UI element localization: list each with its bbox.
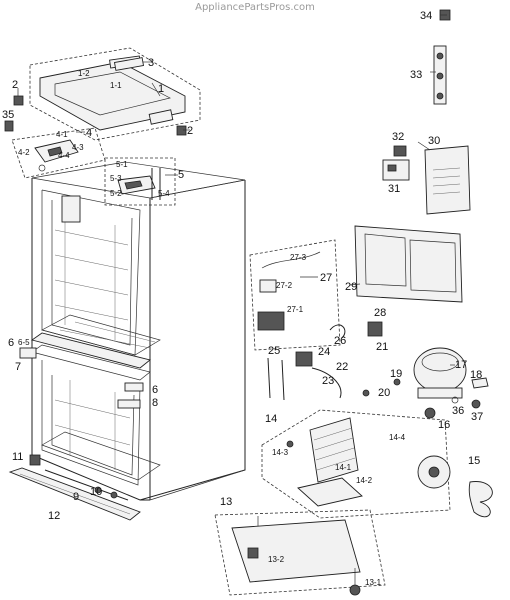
part-3-cover-plate: [113, 57, 145, 71]
part-33-bracket-kit: [433, 45, 447, 105]
cabinet-body: [30, 161, 246, 501]
callout-labels: 1 1-1 1-2 2 2 3 4 4-1 4-2 4-3 4-4 5 5-1 …: [2, 10, 483, 587]
part-30-wiring-diagram-cover: [424, 145, 471, 215]
part-26-clamp: [329, 324, 346, 339]
label-32: 32: [392, 131, 404, 143]
part-10-screws: [94, 486, 118, 499]
label-6-5: 6-5: [18, 338, 30, 347]
part-28-overload: [367, 321, 383, 337]
label-14-1: 14-1: [335, 463, 352, 472]
part-14-condenser-assembly: [261, 409, 451, 519]
label-5-1: 5-1: [116, 160, 128, 169]
label-4-2: 4-2: [18, 148, 30, 157]
label-7: 7: [15, 361, 21, 373]
label-27-1: 27-1: [287, 305, 304, 314]
label-14-4: 14-4: [389, 433, 406, 442]
part-31-pcb: [382, 159, 410, 181]
part-23-tube: [311, 367, 342, 399]
watermark: AppliancePartsPros.com: [195, 2, 315, 13]
part-20-screw: [362, 389, 370, 397]
label-16: 16: [438, 419, 450, 431]
label-13-2: 13-2: [268, 555, 285, 564]
label-28: 28: [374, 307, 386, 319]
label-2-right: 2: [187, 125, 193, 137]
part-15-fan-blade: [468, 481, 493, 518]
label-6-5-group: 6: [8, 337, 14, 349]
label-1-1: 1-1: [110, 81, 122, 90]
label-14-2: 14-2: [356, 476, 373, 485]
label-5-3: 5-3: [110, 174, 122, 183]
label-22: 22: [336, 361, 348, 373]
part-8-bracket: [117, 399, 141, 409]
part-2-hinge-cap-right: [176, 125, 187, 136]
label-21: 21: [376, 341, 388, 353]
label-5-4: 5-4: [158, 189, 170, 198]
part-37-screw: [471, 399, 481, 409]
part-2-hinge-cap-left: [13, 95, 24, 106]
part-32-relay: [393, 145, 407, 157]
label-27: 27: [320, 272, 332, 284]
label-12: 12: [48, 510, 60, 522]
part-13-rear-base-assembly: [214, 509, 386, 596]
leader-lines: [17, 14, 455, 585]
label-13: 13: [220, 496, 232, 508]
part-11-leveler: [29, 454, 41, 466]
label-15: 15: [468, 455, 480, 467]
label-29: 29: [345, 281, 357, 293]
part-19-screw: [393, 378, 401, 386]
part-35-screw: [4, 120, 14, 132]
part-29-rear-cover: [354, 225, 463, 303]
label-2-left: 2: [12, 79, 18, 91]
label-4-1: 4-1: [56, 130, 68, 139]
label-17: 17: [455, 359, 467, 371]
label-19: 19: [390, 368, 402, 380]
label-33: 33: [410, 69, 422, 81]
label-27-2: 27-2: [276, 281, 293, 290]
label-4: 4: [86, 127, 92, 139]
label-1-2: 1-2: [78, 69, 90, 78]
label-10: 10: [90, 486, 102, 498]
label-4-4: 4-4: [58, 151, 70, 160]
label-8: 8: [152, 397, 158, 409]
part-16-grommet: [424, 407, 436, 419]
label-9: 9: [73, 491, 79, 503]
part-25-tubes: [267, 357, 285, 401]
part-36-washer: [451, 396, 459, 404]
label-27-3: 27-3: [290, 253, 307, 262]
label-36: 36: [452, 405, 464, 417]
label-5: 5: [178, 169, 184, 181]
top-cover-assembly: [29, 47, 201, 141]
label-35: 35: [2, 109, 14, 121]
part-17-compressor: [413, 347, 467, 399]
hinge-assembly-5: [104, 157, 176, 206]
part-27-harness-assembly: [249, 239, 341, 351]
label-14-3: 14-3: [272, 448, 289, 457]
label-11: 11: [12, 451, 23, 463]
label-25: 25: [268, 345, 280, 357]
part-18-clip: [471, 377, 489, 389]
label-20: 20: [378, 387, 390, 399]
label-1: 1: [158, 83, 164, 95]
label-14: 14: [265, 413, 277, 425]
part-6-bracket: [124, 382, 144, 392]
label-31: 31: [388, 183, 400, 195]
label-26: 26: [334, 335, 346, 347]
label-24: 24: [318, 346, 330, 358]
label-23: 23: [322, 375, 334, 387]
label-4-3: 4-3: [72, 143, 84, 152]
label-6: 6: [152, 384, 158, 396]
label-18: 18: [470, 369, 482, 381]
label-34: 34: [420, 10, 432, 22]
part-12-toe-grille: [8, 467, 141, 521]
part-24-valve: [295, 351, 313, 367]
label-3: 3: [148, 57, 154, 69]
label-5-2: 5-2: [110, 189, 122, 198]
part-6-5-side-bracket: [19, 347, 37, 359]
label-30: 30: [428, 135, 440, 147]
label-13-1: 13-1: [365, 578, 382, 587]
label-37: 37: [471, 411, 483, 423]
